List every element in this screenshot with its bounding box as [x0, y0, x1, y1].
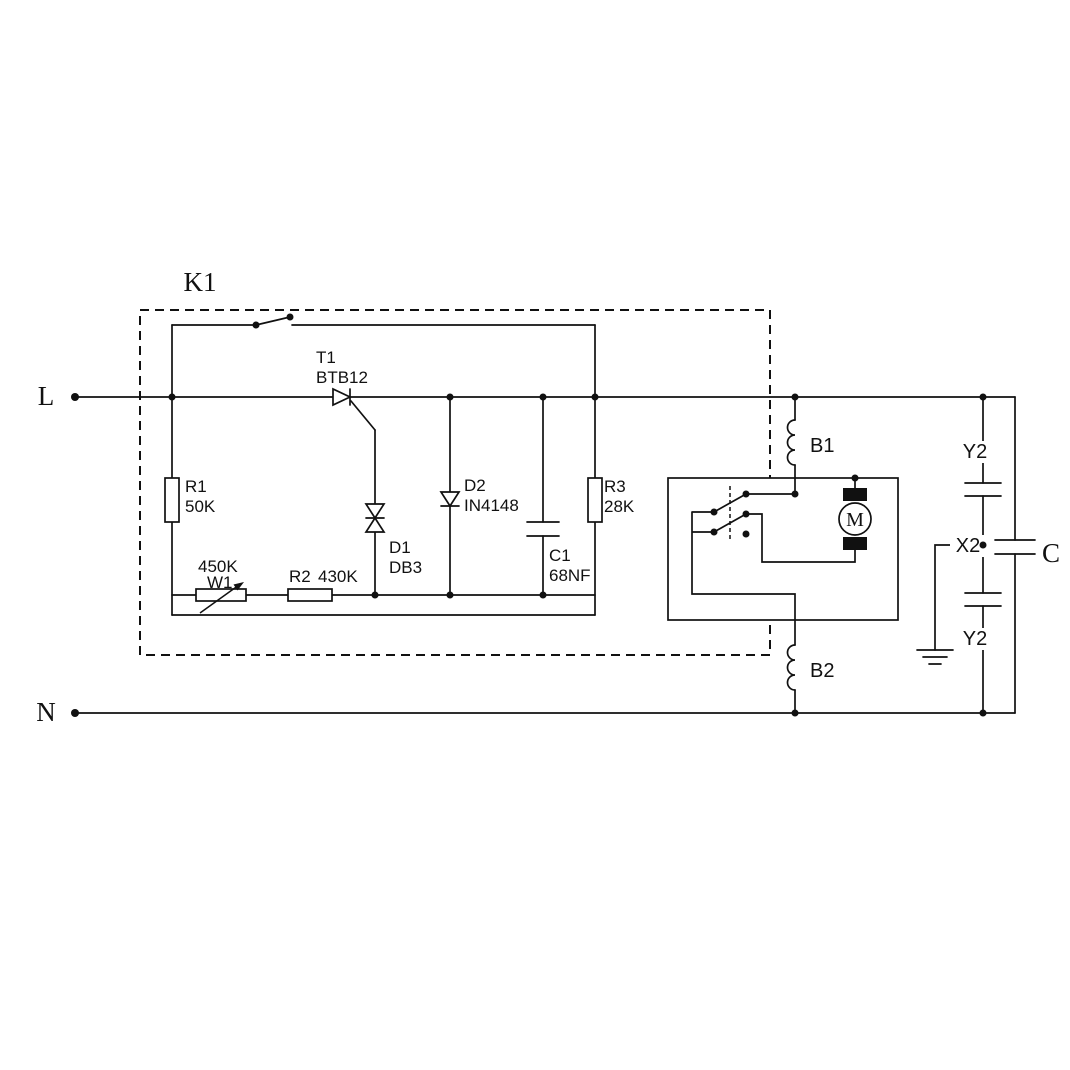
motor-brush-bottom — [843, 537, 867, 550]
diode-d2-symbol — [439, 396, 461, 596]
resistor-r3 — [587, 477, 603, 523]
motor-label: M — [846, 509, 864, 531]
pot-ref-label: W1 — [207, 573, 233, 592]
cap-bank-label: C — [1042, 538, 1060, 568]
label-bg — [958, 628, 992, 650]
triac-t1-symbol — [332, 387, 376, 431]
triac-gate-wire — [350, 400, 376, 431]
b2-label: B2 — [810, 660, 834, 682]
d2-ref-label: D2 — [464, 476, 486, 495]
c1-value-label: 68NF — [549, 566, 591, 585]
motor-symbol — [838, 477, 872, 550]
resistor-r1 — [164, 477, 180, 523]
inner-circuit-box — [171, 316, 596, 616]
motor-brush-top — [843, 488, 867, 501]
b1-label: B1 — [810, 435, 834, 457]
selector-blade-2 — [713, 513, 747, 533]
motor-switch-block — [667, 477, 899, 646]
y2-bottom-label: Y2 — [963, 628, 987, 650]
diac-value-label: DB3 — [389, 558, 422, 577]
junction-dots — [71, 313, 987, 717]
d2-value-label: IN4148 — [464, 496, 519, 515]
r3-value-label: 28K — [604, 497, 635, 516]
diac-d1-symbol — [364, 429, 386, 596]
module-k1-label: K1 — [184, 267, 217, 297]
switch-blade — [255, 316, 291, 326]
ground-icon — [916, 649, 954, 665]
r1-ref-label: R1 — [185, 477, 207, 496]
capacitor-x2-symbol — [994, 539, 1036, 555]
label-bg — [950, 535, 986, 557]
y2-top-label: Y2 — [963, 441, 987, 463]
r2-value-label: 430K — [318, 567, 358, 586]
live-rail-label: L — [38, 381, 55, 411]
inductor-b2-symbol — [786, 644, 796, 714]
r3-ref-label: R3 — [604, 477, 626, 496]
label-bg — [958, 441, 992, 463]
r2-ref-label: R2 — [289, 567, 311, 586]
triac-ref-label: T1 — [316, 348, 336, 367]
x2-label: X2 — [956, 535, 980, 557]
diac-ref-label: D1 — [389, 538, 411, 557]
triac-value-label: BTB12 — [316, 368, 368, 387]
capacitor-c1-symbol — [526, 396, 560, 596]
resistor-r2 — [287, 588, 333, 602]
capacitor-y2-top-symbol — [964, 396, 1002, 594]
neutral-rail-label: N — [36, 697, 56, 727]
potentiometer-w1 — [195, 582, 247, 614]
pot-value-label: 450K — [198, 557, 238, 576]
r1-value-label: 50K — [185, 497, 216, 516]
selector-blade-1 — [713, 493, 747, 513]
capacitor-y2-bottom-symbol — [964, 592, 1002, 714]
c1-ref-label: C1 — [549, 546, 571, 565]
